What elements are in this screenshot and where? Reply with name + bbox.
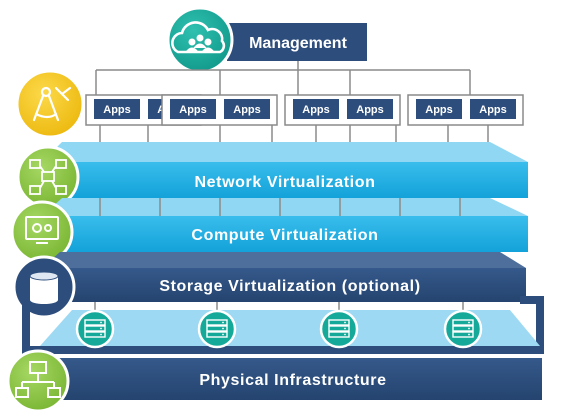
storage-virtualization-label: Storage Virtualization (optional)	[159, 278, 420, 295]
apps-label: Apps	[233, 104, 261, 116]
apps-box: Apps	[224, 99, 270, 119]
apps-box: Apps	[170, 99, 216, 119]
server-network-icon	[15, 361, 61, 398]
apps-label: Apps	[479, 104, 507, 116]
monitor-gears-icon	[25, 216, 59, 244]
management-box: Management	[227, 23, 367, 61]
apps-box: Apps	[94, 99, 140, 119]
compute-virtualization-label: Compute Virtualization	[191, 227, 378, 244]
physical-infrastructure-label: Physical Infrastructure	[199, 372, 386, 389]
apps-label: Apps	[425, 104, 453, 116]
apps-label: Apps	[179, 104, 207, 116]
compass-tools-icon	[32, 86, 72, 122]
apps-label: Apps	[356, 104, 384, 116]
server-rack-icon	[443, 302, 483, 349]
server-rack-icon	[319, 302, 359, 349]
server-rack-icon	[197, 302, 237, 349]
database-icon	[29, 271, 59, 304]
management-connectors	[95, 61, 471, 95]
network-virtualization-label: Network Virtualization	[195, 174, 376, 191]
network-virtualization-layer: Network Virtualization	[42, 142, 528, 198]
cloud-people-icon	[166, 6, 234, 74]
apps-box: Apps	[293, 99, 339, 119]
apps-box: Apps	[416, 99, 462, 119]
server-icons	[75, 302, 483, 349]
apps-label: Apps	[302, 104, 330, 116]
compute-virtualization-layer: Compute Virtualization	[42, 198, 528, 252]
storage-virtualization-layer: Storage Virtualization (optional)	[42, 252, 526, 302]
apps-box: Apps	[347, 99, 393, 119]
physical-infrastructure-layer: Physical Infrastructure	[22, 296, 544, 400]
management-label: Management	[249, 35, 347, 52]
server-network-icon-badge	[6, 349, 70, 413]
server-rack-icon	[75, 302, 115, 349]
apps-group: Apps Apps	[407, 94, 524, 126]
apps-group: Apps Apps	[284, 94, 401, 126]
network-nodes-icon	[29, 159, 67, 195]
apps-label: Apps	[103, 104, 131, 116]
apps-group: Apps Apps	[161, 94, 278, 126]
apps-box: Apps	[470, 99, 516, 119]
apps-groups: AppsAppsAppsAppsAppsAppsAppsApps	[85, 94, 524, 126]
apps-icon-badge	[15, 69, 85, 139]
apps-to-network-connectors	[99, 125, 489, 142]
